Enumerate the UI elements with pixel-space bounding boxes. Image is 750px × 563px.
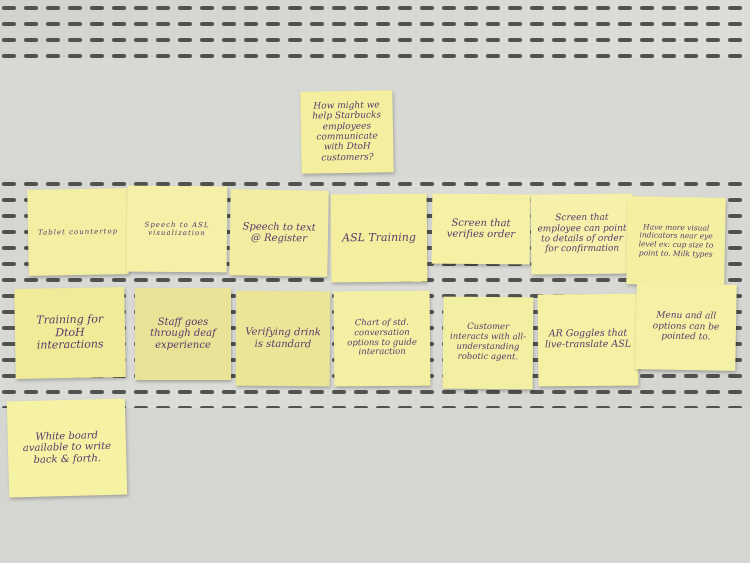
sticky-note-asl-training: ASL Training: [330, 193, 428, 283]
sticky-note-verifying-drink: Verifying drink is standard: [235, 290, 331, 387]
sticky-note-chart-conversation: Chart of std. conversation options to gu…: [333, 290, 431, 387]
header-sticky-note: How might we help Starbucks employees co…: [300, 90, 394, 174]
note-text: Speech to text @ Register: [242, 220, 316, 245]
note-text: Training for DtoH interactions: [36, 312, 104, 352]
note-text: Menu and all options can be pointed to.: [652, 310, 720, 343]
note-text: Tablet countertop: [37, 227, 119, 237]
sticky-note-speech-to-text: Speech to text @ Register: [229, 189, 329, 277]
note-text: AR Goggles that live-translate ASL: [544, 327, 632, 351]
note-text: White board available to write back & fo…: [22, 429, 112, 466]
sticky-note-menu-pointed: Menu and all options can be pointed to.: [635, 283, 737, 371]
note-text: Verifying drink is standard: [245, 326, 321, 350]
note-text: Screen that verifies order: [446, 217, 516, 241]
sticky-note-staff-deaf-experience: Staff goes through deaf experience: [135, 288, 231, 380]
header-note-text: How might we help Starbucks employees co…: [312, 100, 382, 164]
note-text: Customer interacts with all-understandin…: [450, 322, 527, 363]
sticky-note-tablet-countertop: Tablet countertop: [27, 188, 129, 276]
sticky-note-white-board: White board available to write back & fo…: [6, 398, 128, 498]
note-text: Screen that employee can point to detail…: [537, 213, 627, 255]
note-text: Speech to ASL visualization: [144, 220, 210, 238]
sticky-note-screen-point-to-details: Screen that employee can point to detail…: [530, 193, 634, 275]
sticky-note-training-dtoh: Training for DtoH interactions: [14, 287, 126, 379]
note-text: Chart of std. conversation options to gu…: [347, 317, 417, 358]
note-text: ASL Training: [342, 230, 416, 244]
sticky-note-screen-verifies-order: Screen that verifies order: [431, 193, 531, 265]
sticky-note-robotic-agent: Customer interacts with all-understandin…: [442, 296, 534, 390]
perforated-band-top: [0, 0, 750, 58]
sticky-note-speech-to-asl: Speech to ASL visualization: [126, 185, 228, 273]
sticky-note-visual-indicators: Have more visual indicators near eye lev…: [626, 196, 726, 286]
note-text: Have more visual indicators near eye lev…: [638, 222, 714, 259]
note-text: Staff goes through deaf experience: [150, 316, 216, 351]
sticky-note-ar-goggles: AR Goggles that live-translate ASL: [537, 293, 639, 387]
